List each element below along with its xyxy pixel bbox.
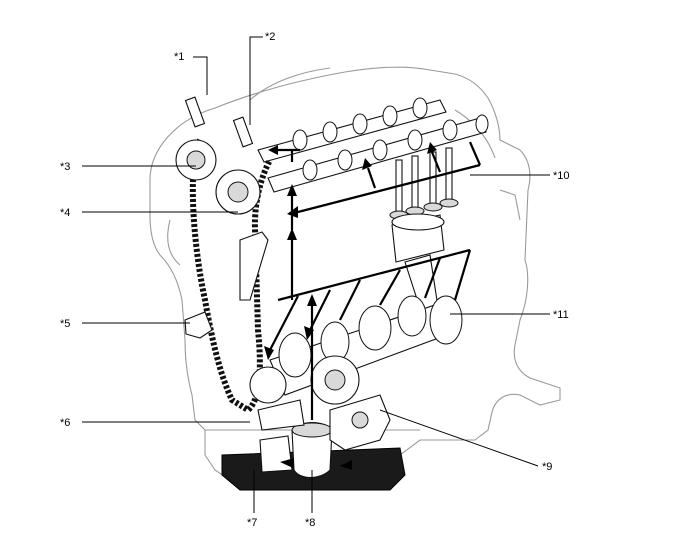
piston-assembly (389, 147, 459, 325)
leader-9 (379, 409, 539, 467)
callout-7: *7 (247, 517, 257, 529)
oil-flow-arrows (264, 141, 482, 470)
callout-10: *10 (553, 170, 570, 182)
callout-labels: *1 *2 *3 *4 *5 *6 *7 *8 *9 *10 *11 (60, 31, 570, 529)
callout-11: *11 (553, 309, 569, 321)
leader-2 (249, 36, 263, 125)
callout-2: *2 (265, 31, 275, 43)
callout-1: *1 (174, 51, 184, 63)
leader-lines (82, 36, 550, 513)
callout-3: *3 (60, 161, 70, 173)
crankshaft (249, 295, 463, 405)
callout-5: *5 (60, 318, 70, 330)
callout-4: *4 (60, 207, 70, 219)
callout-8: *8 (305, 517, 315, 529)
oil-pump-and-pan (221, 394, 406, 491)
timing-chain (175, 96, 273, 414)
leader-1 (193, 56, 208, 95)
callout-6: *6 (60, 417, 70, 429)
callout-9: *9 (542, 461, 552, 473)
camshafts (257, 97, 489, 193)
